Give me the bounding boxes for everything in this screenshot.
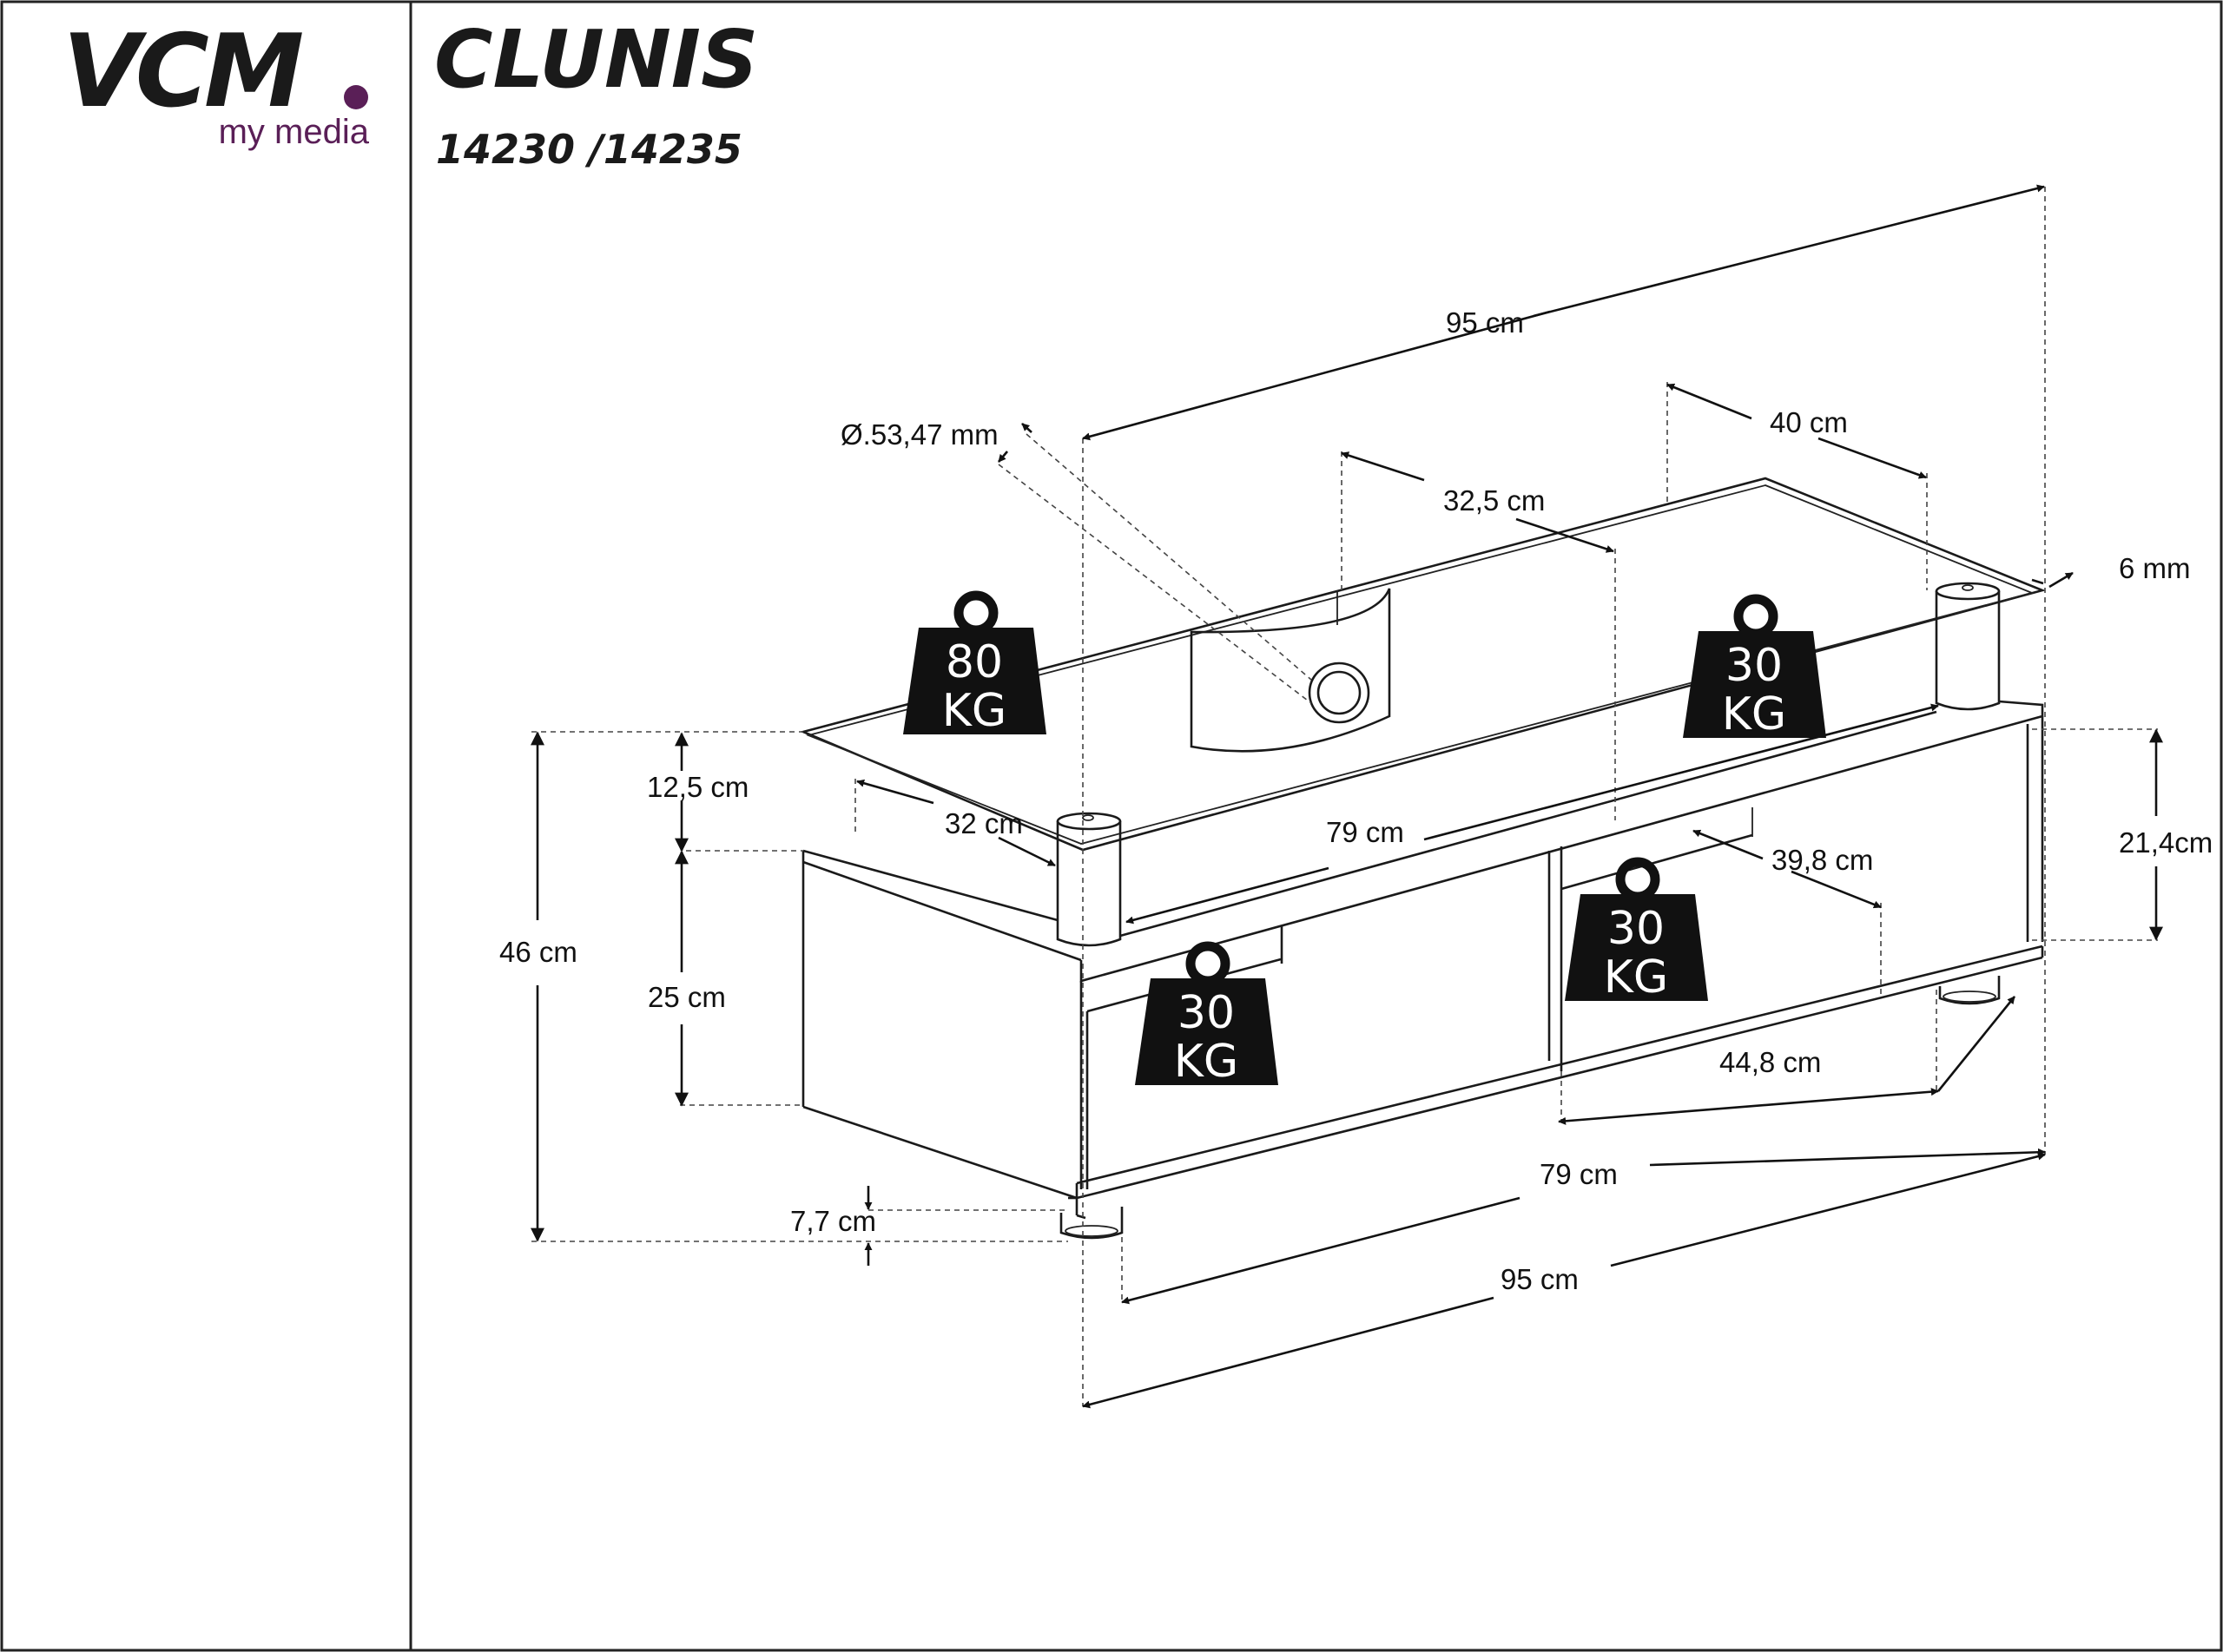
label-base-depth: 95 cm (1501, 1263, 1579, 1295)
svg-text:80: 80 (946, 636, 1003, 688)
weight-icon-shelf-right: 30 KG (1565, 857, 1708, 1004)
svg-text:30: 30 (1607, 903, 1665, 955)
brand-logo-dot (344, 85, 368, 109)
label-hole-diameter: Ø.53,47 mm (841, 418, 999, 451)
brand-logo: VCM (63, 13, 302, 130)
label-base-inner-depth: 79 cm (1540, 1158, 1618, 1190)
svg-text:KG: KG (1174, 1036, 1238, 1088)
product-title: CLUNIS (434, 13, 758, 106)
product-article-numbers: 14230 /14235 (436, 126, 742, 173)
svg-text:KG: KG (1722, 688, 1786, 740)
label-leg-depth: 32 cm (945, 807, 1023, 839)
label-shelf-inner-depth: 79 cm (1326, 816, 1404, 848)
label-body-height: 25 cm (648, 981, 726, 1013)
svg-text:30: 30 (1725, 640, 1783, 692)
dimension-lines (531, 184, 2163, 1409)
label-compartment-depth: 44,8 cm (1719, 1046, 1821, 1078)
label-foot-height: 7,7 cm (790, 1205, 876, 1237)
dimension-labels: 95 cm 40 cm Ø.53,47 mm 32,5 cm 6 mm 79 c… (499, 306, 2213, 1295)
svg-text:30: 30 (1177, 987, 1235, 1039)
label-hole-offset: 32,5 cm (1443, 484, 1545, 517)
label-total-height: 46 cm (499, 936, 577, 968)
weight-icon-glass-top-right: 30 KG (1683, 594, 1826, 740)
tv-stand-drawing (799, 477, 2047, 1240)
label-side-height: 21,4cm (2119, 826, 2213, 859)
label-top-width: 40 cm (1770, 406, 1848, 438)
weight-icon-shelf-left: 30 KG (1135, 941, 1278, 1088)
weight-icon-glass-top-left: 80 KG (903, 590, 1046, 737)
label-glass-thickness: 6 mm (2119, 552, 2191, 584)
label-glass-gap: 12,5 cm (647, 771, 749, 803)
label-top-depth: 95 cm (1446, 306, 1524, 339)
svg-text:KG: KG (1604, 951, 1668, 1004)
cable-hole (1308, 661, 1370, 724)
svg-text:KG: KG (942, 685, 1006, 737)
brand-tagline: my media (219, 113, 370, 151)
label-compartment-width: 39,8 cm (1771, 844, 1873, 876)
